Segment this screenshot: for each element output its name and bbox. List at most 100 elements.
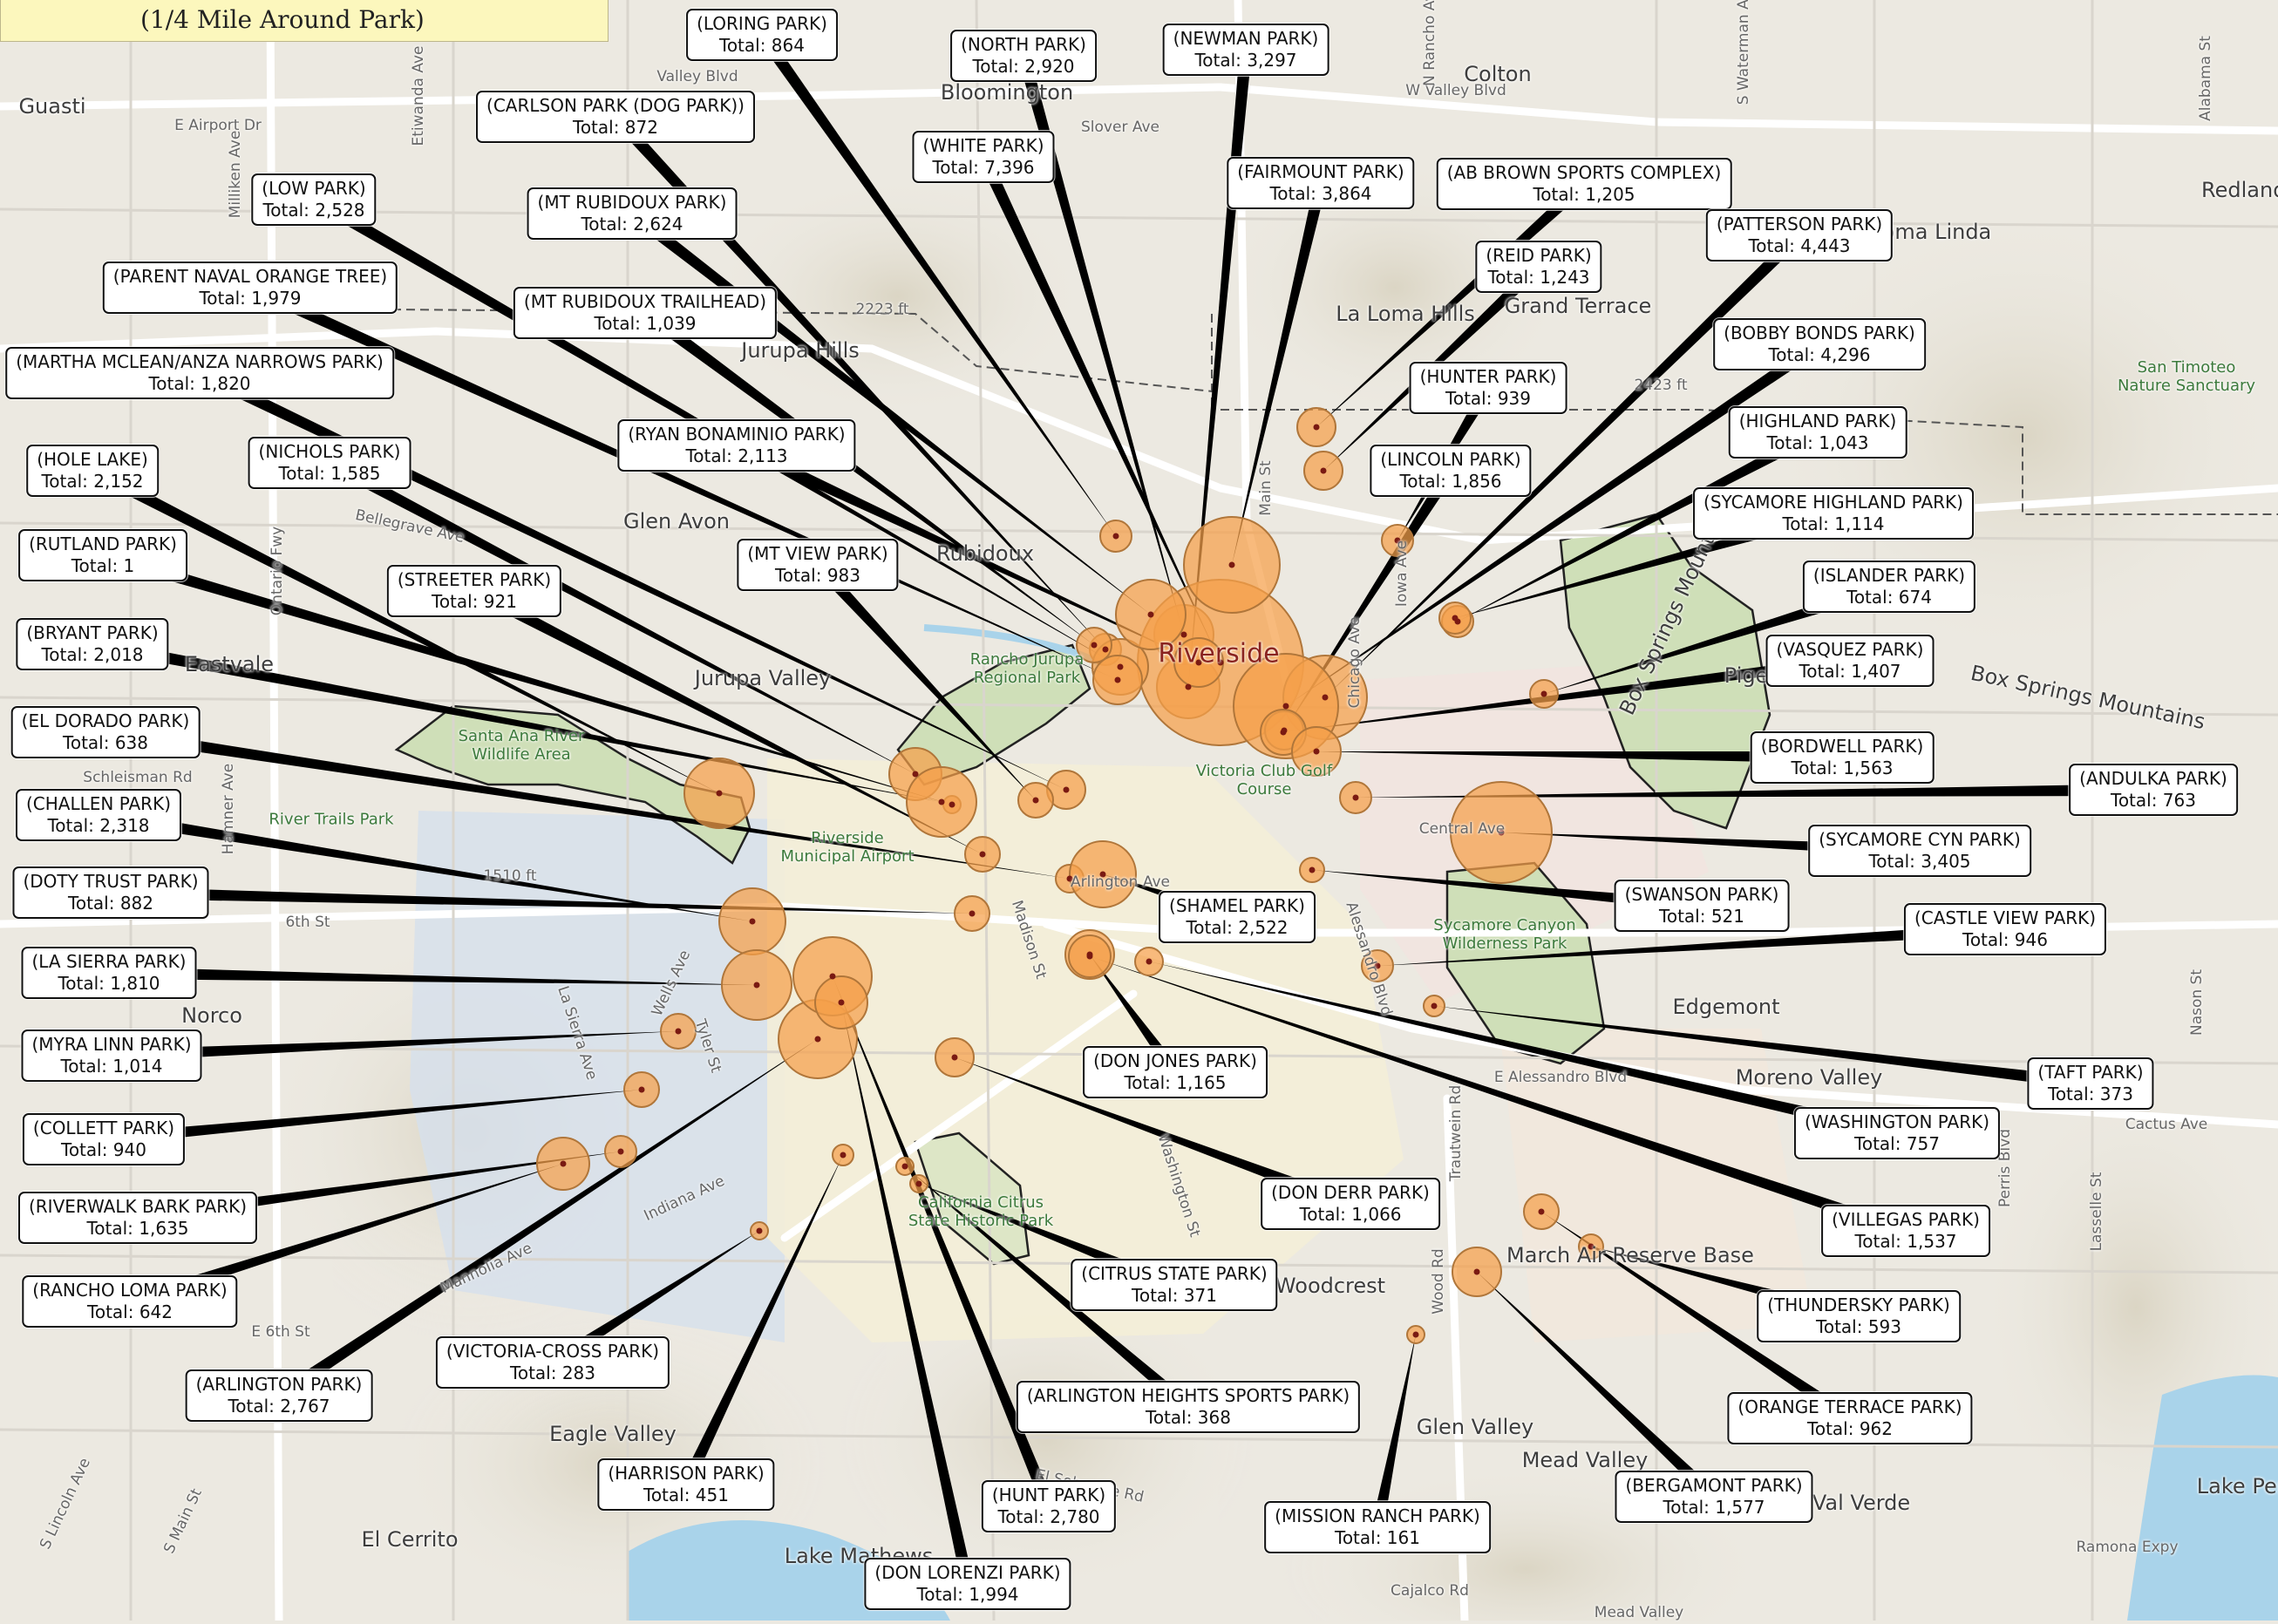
park-location-dot [1099,871,1106,878]
park-callout[interactable]: (FAIRMOUNT PARK)Total: 3,864 [1227,157,1415,209]
park-callout[interactable]: (REID PARK)Total: 1,243 [1475,241,1602,293]
park-callout[interactable]: (AB BROWN SPORTS COMPLEX)Total: 1,205 [1436,158,1732,210]
park-name: (DON DERR PARK) [1271,1182,1430,1203]
park-location-dot [1374,962,1381,969]
park-callout[interactable]: (SHAMEL PARK)Total: 2,522 [1159,891,1316,943]
park-callout[interactable]: (WHITE PARK)Total: 7,396 [912,131,1055,183]
park-callout[interactable]: (ORANGE TERRACE PARK)Total: 962 [1727,1392,1973,1444]
park-callout[interactable]: (STREETER PARK)Total: 921 [386,565,562,617]
park-location-dot [938,798,945,805]
park-location-dot [1322,694,1329,701]
park-callout[interactable]: (MYRA LINN PARK)Total: 1,014 [21,1029,202,1082]
park-callout[interactable]: (VICTORIA-CROSS PARK)Total: 283 [435,1336,670,1389]
park-callout[interactable]: (BRYANT PARK)Total: 2,018 [16,618,169,670]
park-total: Total: 939 [1445,388,1531,409]
park-location-dot [949,801,955,808]
park-callout[interactable]: (PATTERSON PARK)Total: 4,443 [1705,209,1894,262]
park-callout[interactable]: (CITRUS STATE PARK)Total: 371 [1071,1259,1278,1311]
park-callout[interactable]: (LINCOLN PARK)Total: 1,856 [1370,445,1532,497]
park-location-dot [1280,729,1287,736]
park-callout[interactable]: (ANDULKA PARK)Total: 763 [2069,764,2238,816]
park-total: Total: 2,152 [41,471,144,492]
park-total: Total: 983 [775,565,860,586]
park-callout[interactable]: (COLLETT PARK)Total: 940 [22,1113,186,1165]
leader-line [196,367,1067,790]
place-label: S Waterman Ave [1735,0,1752,105]
park-callout[interactable]: (DON JONES PARK)Total: 1,165 [1083,1046,1268,1098]
park-anchor-points [560,424,1595,1338]
park-total: Total: 674 [1846,587,1932,608]
park-total: Total: 872 [573,117,658,138]
park-callout[interactable]: (NORTH PARK)Total: 2,920 [950,30,1097,82]
park-callout[interactable]: (HUNT PARK)Total: 2,780 [981,1480,1117,1532]
park-callout[interactable]: (MT RUBIDOUX PARK)Total: 2,624 [527,187,738,240]
leader-line [248,282,1118,680]
park-name: (LORING PARK) [697,13,827,34]
park-location-dot [716,790,723,797]
park-callout[interactable]: (HIGHLAND PARK)Total: 1,043 [1728,406,1907,459]
park-total: Total: 1,114 [1782,513,1885,534]
place-label: Victoria Club Golf Course [1195,762,1333,798]
park-callout[interactable]: (SWANSON PARK)Total: 521 [1614,880,1790,932]
park-name: (HIGHLAND PARK) [1738,411,1897,431]
park-total: Total: 642 [87,1301,173,1322]
park-callout[interactable]: (RUTLAND PARK)Total: 1 [18,529,187,581]
park-callout[interactable]: (SYCAMORE HIGHLAND PARK)Total: 1,114 [1693,487,1974,540]
park-location-dot [1112,533,1119,540]
park-name: (SYCAMORE HIGHLAND PARK) [1703,492,1963,513]
park-callout[interactable]: (HOLE LAKE)Total: 2,152 [26,445,159,497]
park-callout[interactable]: (CARLSON PARK (DOG PARK))Total: 872 [476,91,755,143]
park-name: (LOW PARK) [262,178,366,199]
park-callout[interactable]: (CHALLEN PARK)Total: 2,318 [15,789,182,841]
park-total: Total: 2,920 [972,56,1075,77]
park-callout[interactable]: (WASHINGTON PARK)Total: 757 [1793,1107,2001,1159]
park-callout[interactable]: (ISLANDER PARK)Total: 674 [1802,561,1976,613]
park-callout[interactable]: (BOBBY BONDS PARK)Total: 4,296 [1713,318,1926,370]
park-callout[interactable]: (RIVERWALK BARK PARK)Total: 1,635 [17,1192,258,1244]
park-name: (HUNT PARK) [991,1485,1106,1505]
park-callout[interactable]: (THUNDERSKY PARK)Total: 593 [1757,1290,1961,1342]
park-callout[interactable]: (MISSION RANCH PARK)Total: 161 [1264,1501,1491,1553]
park-location-dot [1217,659,1224,666]
park-callout[interactable]: (ARLINGTON PARK)Total: 2,767 [185,1369,373,1422]
park-callout[interactable]: (HUNTER PARK)Total: 939 [1409,362,1567,414]
park-callout[interactable]: (NEWMAN PARK)Total: 3,297 [1162,24,1329,76]
park-callout[interactable]: (NICHOLS PARK)Total: 1,585 [248,437,411,489]
park-callout[interactable]: (LOW PARK)Total: 2,528 [251,173,377,226]
park-callout[interactable]: (CASTLE VIEW PARK)Total: 946 [1903,903,2107,955]
park-callout[interactable]: (RANCHO LOMA PARK)Total: 642 [22,1275,238,1328]
park-location-dot [756,1227,763,1234]
park-callout[interactable]: (DOTY TRUST PARK)Total: 882 [12,866,209,919]
park-callout[interactable]: (TAFT PARK)Total: 373 [2027,1057,2154,1110]
park-location-dot [560,1160,567,1167]
park-location-dot [1394,537,1401,544]
park-location-dot [1588,1243,1595,1250]
park-callout[interactable]: (LA SIERRA PARK)Total: 1,810 [21,947,197,999]
park-callout[interactable]: (BORDWELL PARK)Total: 1,563 [1750,731,1935,784]
leader-line [1371,1335,1416,1529]
place-label: Nason St [2188,968,2206,1036]
place-label: Jurupa Valley [694,666,832,690]
park-callout[interactable]: (LORING PARK)Total: 864 [686,9,838,61]
park-name: (LA SIERRA PARK) [31,951,187,972]
park-callout[interactable]: (HARRISON PARK)Total: 451 [597,1458,775,1511]
park-callout[interactable]: (ARLINGTON HEIGHTS SPORTS PARK)Total: 36… [1016,1381,1361,1433]
park-total: Total: 368 [1146,1407,1231,1428]
park-callout[interactable]: (EL DORADO PARK)Total: 638 [10,706,201,758]
park-callout[interactable]: (DON LORENZI PARK)Total: 1,994 [864,1558,1071,1610]
park-callout[interactable]: (VASQUEZ PARK)Total: 1,407 [1765,635,1935,687]
park-callout[interactable]: (BERGAMONT PARK)Total: 1,577 [1615,1471,1813,1523]
park-callout[interactable]: (VILLEGAS PARK)Total: 1,537 [1821,1205,1990,1257]
park-name: (MT VIEW PARK) [747,543,888,564]
park-callout[interactable]: (MARTHA MCLEAN/ANZA NARROWS PARK)Total: … [5,347,394,399]
park-callout[interactable]: (SYCAMORE CYN PARK)Total: 3,405 [1808,825,2031,877]
park-callout[interactable]: (MT RUBIDOUX TRAILHEAD)Total: 1,039 [513,287,778,339]
park-callout[interactable]: (MT VIEW PARK)Total: 983 [737,539,899,591]
park-callout[interactable]: (PARENT NAVAL ORANGE TREE)Total: 1,979 [102,262,398,314]
leader-line [101,549,952,805]
park-callout[interactable]: (DON DERR PARK)Total: 1,066 [1261,1178,1440,1230]
park-total: Total: 1,635 [86,1218,189,1239]
park-callout[interactable]: (RYAN BONAMINIO PARK)Total: 2,113 [617,419,856,472]
park-location-dot [1180,631,1187,638]
